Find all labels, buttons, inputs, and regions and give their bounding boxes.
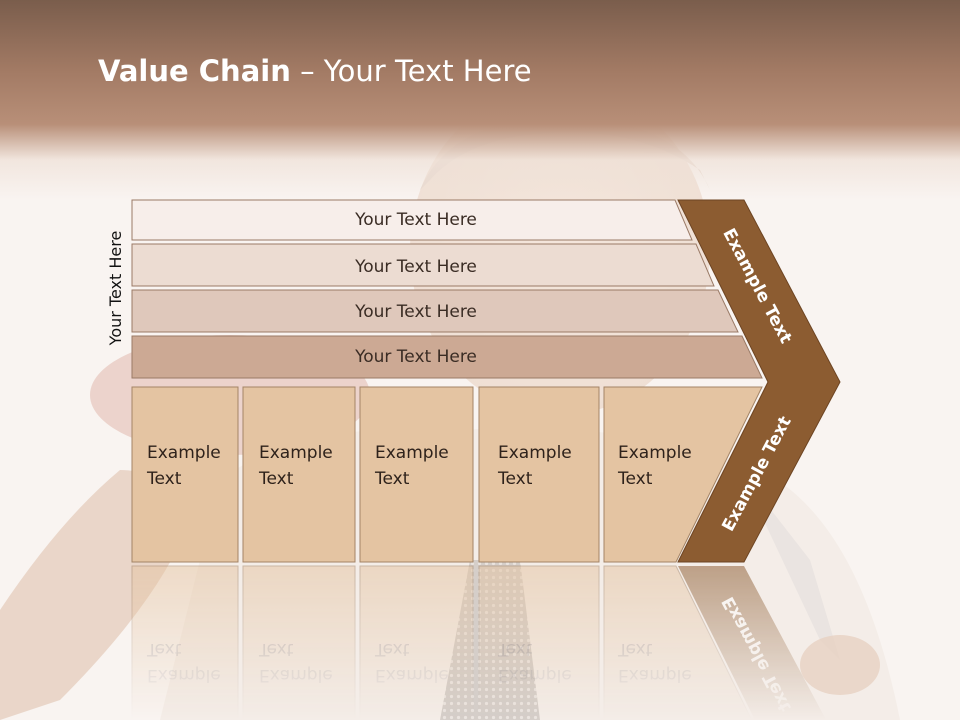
support-row: Your Text Here	[131, 335, 763, 379]
reflection-box-line2: Text	[617, 639, 653, 659]
reflection-box-line1: Example	[259, 665, 333, 685]
primary-box-line1: Example	[375, 443, 449, 463]
reflection-box-line2: Text	[258, 639, 294, 659]
reflection-box-line2: Text	[374, 639, 410, 659]
reflection-box-line1: Example	[147, 665, 221, 685]
primary-box-shape	[603, 386, 763, 563]
reflection-box-line2: Text	[146, 639, 182, 659]
primary-boxes: Example Text Example Text Example Text E…	[131, 386, 763, 563]
slide-title-rest: – Your Text Here	[290, 54, 532, 88]
support-row-label: Your Text Here	[354, 257, 477, 277]
primary-box-line2: Text	[374, 469, 410, 489]
support-row-bar	[131, 335, 763, 379]
primary-box: Example Text	[603, 386, 763, 563]
primary-box-shape	[359, 386, 474, 563]
slide-title: Value Chain – Your Text Here	[98, 54, 532, 88]
support-row-label: Your Text Here	[354, 302, 477, 322]
support-row-bar	[131, 199, 693, 241]
support-row-bar	[131, 243, 715, 287]
support-row: Your Text Here	[131, 199, 693, 241]
support-row-label: Your Text Here	[354, 210, 477, 230]
reflection-box-line2: Text	[497, 639, 533, 659]
primary-box-line1: Example	[147, 443, 221, 463]
primary-box-shape	[478, 386, 600, 563]
chevron-shape	[677, 199, 841, 563]
primary-box-line1: Example	[618, 443, 692, 463]
primary-box-line2: Text	[146, 469, 182, 489]
support-row-bar	[131, 289, 739, 333]
primary-box: Example Text	[242, 386, 356, 563]
primary-box-line2: Text	[258, 469, 294, 489]
support-rows: Your Text Here Your Text Here Your Text …	[131, 199, 763, 379]
reflection-box-line1: Example	[498, 665, 572, 685]
primary-box-shape	[242, 386, 356, 563]
primary-box-line2: Text	[617, 469, 653, 489]
primary-box-line2: Text	[497, 469, 533, 489]
support-row: Your Text Here	[131, 243, 715, 287]
primary-box: Example Text	[359, 386, 474, 563]
primary-box-shape	[131, 386, 239, 563]
diagram-reflection: Example Text Example Text Example Text E…	[131, 565, 827, 720]
primary-box-line1: Example	[259, 443, 333, 463]
primary-box: Example Text	[131, 386, 239, 563]
slide-title-bold: Value Chain	[98, 54, 291, 88]
support-row: Your Text Here	[131, 289, 739, 333]
reflection-box-line1: Example	[375, 665, 449, 685]
header-band	[0, 0, 960, 200]
primary-box-line1: Example	[498, 443, 572, 463]
support-row-label: Your Text Here	[354, 347, 477, 367]
reflection-box-line1: Example	[618, 665, 692, 685]
primary-box: Example Text	[478, 386, 600, 563]
